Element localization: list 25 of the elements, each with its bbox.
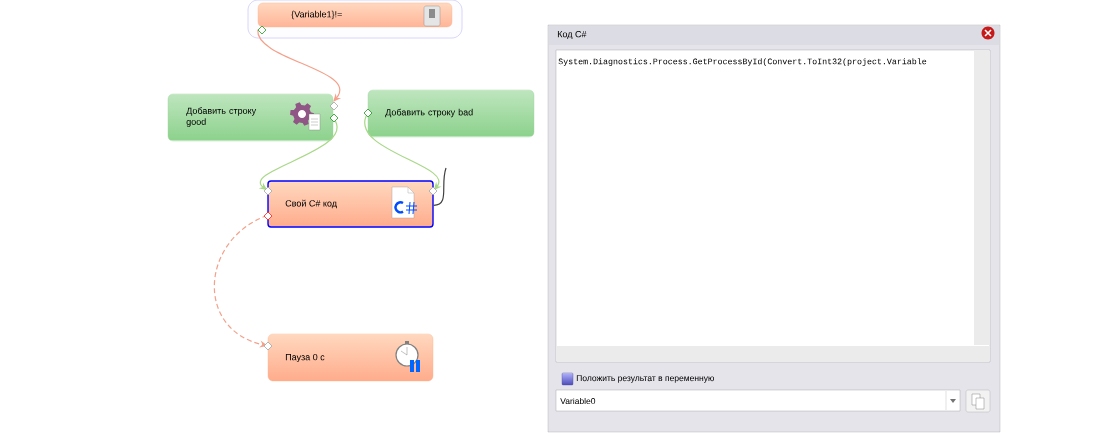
port-diamond: [329, 113, 339, 123]
action-block: [267, 333, 434, 382]
condition-text: {Variable1}!=: [291, 10, 342, 20]
checkbox-label: Положить результат в переменную: [576, 375, 714, 383]
block-label: Пауза 0 с: [285, 353, 325, 363]
block-label: Свой C# код: [285, 199, 337, 209]
connector-arrow: [257, 29, 342, 102]
port-diamond: [257, 25, 267, 35]
dropdown-field: [555, 389, 961, 412]
port-diamond: [263, 341, 273, 351]
condition-block: [257, 2, 453, 28]
port-diamond: [363, 108, 373, 118]
port-diamond: [428, 186, 438, 196]
code-editor: [555, 49, 991, 363]
action-block: [367, 89, 535, 138]
field-value: Variable0: [560, 397, 596, 405]
block-label: Добавить строку bad: [385, 108, 473, 118]
port-diamond: [263, 211, 273, 221]
code-text: System.Diagnostics.Process.GetProcessById(Convert.ToInt32(project.Variable: [558, 58, 927, 66]
block-label: Добавить строку good: [186, 107, 257, 127]
connector-arrow: [213, 214, 268, 348]
port-diamond: [263, 186, 273, 196]
action-block: [167, 93, 334, 142]
port-diamond: [329, 101, 339, 111]
window-title: Код C#: [557, 30, 587, 40]
